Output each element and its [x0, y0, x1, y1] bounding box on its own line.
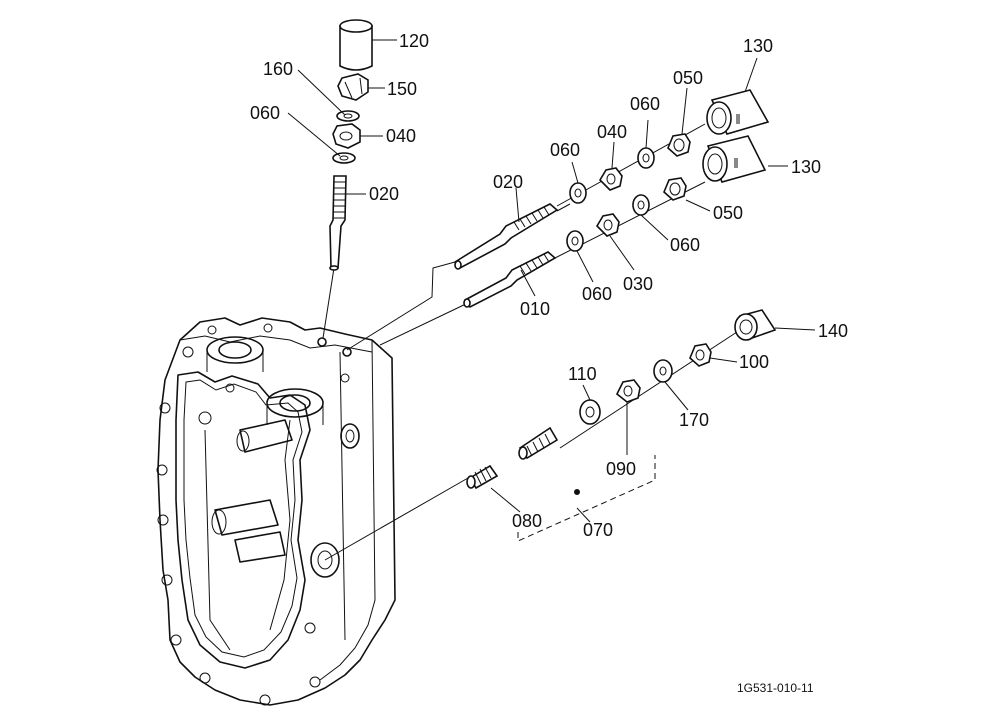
middle-spool-assembly: [463, 135, 767, 309]
label-060-middle-2: 060: [670, 235, 700, 255]
vertical-spool-assembly: [329, 19, 373, 271]
part-100-nut: [689, 343, 712, 367]
leader-lines: [287, 39, 816, 523]
label-130-upper: 130: [743, 36, 773, 56]
label-020-horizontal: 020: [493, 172, 523, 192]
part-070-poppet: [518, 426, 580, 495]
label-120: 120: [399, 31, 429, 51]
part-150-nut: [337, 73, 369, 101]
part-050-nut-middle: [663, 177, 687, 201]
drawing-code: 1G531-010-11: [737, 681, 814, 695]
label-020-vertical: 020: [369, 184, 399, 204]
part-120-cap: [339, 19, 373, 71]
part-140-sleeve: [734, 309, 777, 341]
lower-relief-assembly: [466, 309, 777, 542]
part-110-washer: [579, 399, 601, 425]
label-100: 100: [739, 352, 769, 372]
upper-spool-assembly: [453, 89, 770, 270]
label-130-middle: 130: [791, 157, 821, 177]
label-030: 030: [623, 274, 653, 294]
part-170-washer: [653, 359, 673, 383]
label-050-upper: 050: [673, 68, 703, 88]
label-170: 170: [679, 410, 709, 430]
label-060-upper-1: 060: [550, 140, 580, 160]
group-070-bracket: [517, 455, 656, 542]
part-060-washer-upper-1: [569, 182, 587, 204]
part-010-spool: [463, 251, 557, 309]
label-160: 160: [263, 59, 293, 79]
part-060-washer-vertical: [332, 152, 356, 164]
part-030-nut: [595, 213, 620, 237]
label-090: 090: [606, 459, 636, 479]
part-130-sleeve-upper: [706, 89, 770, 135]
label-110: 110: [568, 364, 597, 384]
label-060-middle-1: 060: [582, 284, 612, 304]
part-060-washer-middle-2: [632, 194, 650, 216]
label-140: 140: [818, 321, 848, 341]
part-160-washer: [336, 110, 360, 122]
part-090-nut: [615, 379, 641, 403]
label-060-upper-2: 060: [630, 94, 660, 114]
part-labels: 120 160 150 060 040 020 020 060 040 060 …: [250, 31, 848, 540]
part-050-nut-upper: [667, 133, 691, 157]
part-040-nut: [332, 123, 361, 149]
part-020-spool-vertical: [329, 175, 347, 271]
label-150: 150: [387, 79, 417, 99]
part-060-washer-upper-2: [637, 147, 655, 169]
label-070: 070: [583, 520, 613, 540]
label-060-vertical: 060: [250, 103, 280, 123]
label-040-vertical: 040: [386, 126, 416, 146]
label-080: 080: [512, 511, 542, 531]
label-010: 010: [520, 299, 550, 319]
part-060-washer-middle-1: [566, 230, 584, 252]
part-040-nut-upper: [598, 167, 623, 191]
part-130-sleeve-middle: [702, 135, 767, 183]
part-020-spool-horizontal: [453, 203, 559, 270]
label-050-middle: 050: [713, 203, 743, 223]
valve-housing: [156, 317, 396, 706]
label-040-upper: 040: [597, 122, 627, 142]
part-080-spring: [466, 464, 499, 490]
